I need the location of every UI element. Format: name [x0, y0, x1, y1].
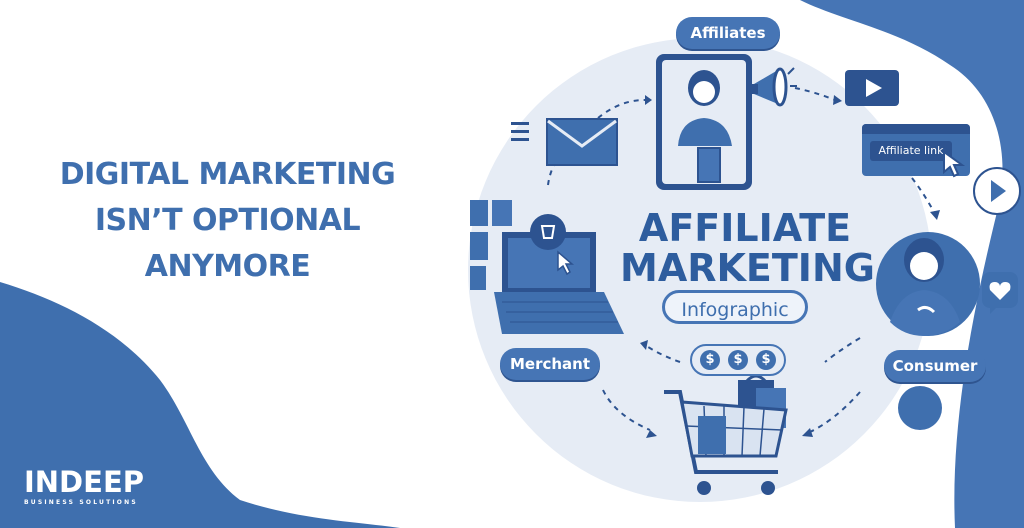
infographic-title: AFFILIATE MARKETING — [620, 206, 875, 290]
shopping-cart-icon — [664, 376, 788, 495]
infographic-title-line: MARKETING — [620, 246, 875, 290]
affiliates-label: Affiliates — [676, 17, 780, 49]
cursor-icon — [943, 150, 966, 178]
merchant-label: Merchant — [500, 348, 600, 380]
play-icon — [845, 70, 899, 106]
headline-line: ANYMORE — [144, 249, 311, 284]
dollar-coin-icon: $ — [761, 352, 771, 367]
dollar-coin-icon: $ — [705, 352, 715, 367]
window-bar — [862, 124, 970, 134]
laptop-icon — [470, 200, 624, 334]
envelope-icon — [546, 118, 618, 166]
headline: DIGITAL MARKETING ISN’T OPTIONAL ANYMORE — [30, 152, 425, 290]
affiliate-link-card: Affiliate link — [862, 124, 970, 176]
play-icon — [973, 167, 1021, 215]
brand-name: INDEEP — [24, 465, 145, 499]
infographic-subtitle: Infographic — [662, 290, 808, 324]
affiliate-illustration — [656, 54, 752, 190]
brand-logo: INDEEP BUSINESS SOLUTIONS — [24, 466, 144, 507]
decorative-dot — [898, 386, 942, 430]
menu-icon — [511, 122, 529, 141]
headline-line: DIGITAL MARKETING — [59, 157, 396, 192]
consumer-label: Consumer — [884, 350, 986, 382]
megaphone-icon — [750, 67, 797, 107]
dollar-coin-icon: $ — [733, 352, 743, 367]
consumer-illustration — [876, 232, 980, 336]
headline-line: ISN’T OPTIONAL — [94, 203, 361, 238]
heart-icon — [982, 272, 1018, 314]
coin-strip — [690, 344, 786, 376]
affiliate-link-label: Affiliate link — [870, 141, 952, 161]
brand-tagline: BUSINESS SOLUTIONS — [24, 499, 138, 506]
infographic-title-line: AFFILIATE — [638, 206, 852, 250]
